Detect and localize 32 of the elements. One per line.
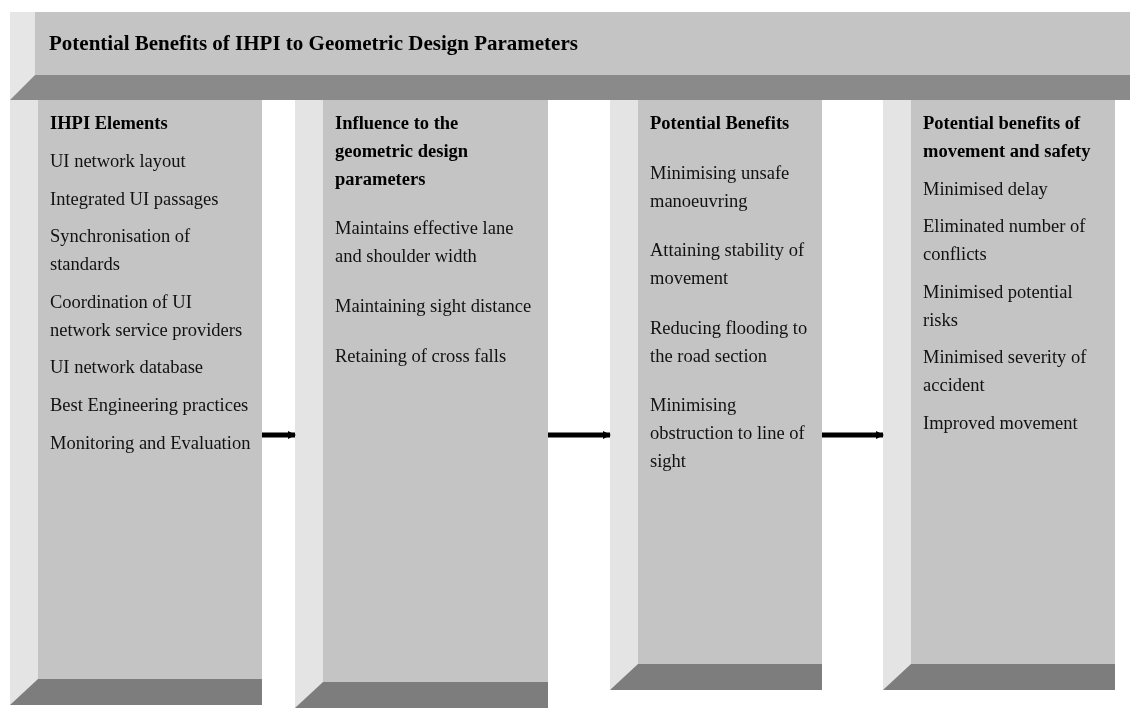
list-item: Best Engineering practices	[50, 394, 250, 417]
column-heading: Potential Benefits	[650, 112, 791, 135]
arrow	[548, 431, 611, 439]
arrow	[822, 431, 884, 439]
list-item: UI network layout	[50, 149, 187, 173]
column-panel	[883, 100, 1115, 690]
list-item: Minimised delay	[923, 177, 1049, 201]
title-band	[10, 12, 1130, 100]
column-panel	[610, 100, 822, 690]
band-heading: Potential Benefits of IHPI to Geometric Design Parameters	[49, 31, 578, 56]
list-item: UI network database	[50, 356, 205, 380]
list-item: Maintaining sight distance	[335, 294, 533, 318]
column-panel	[10, 100, 262, 705]
column-heading: Potential benefits of movement and safety	[923, 112, 1092, 163]
list-item: Minimised severity of accident	[923, 346, 1088, 397]
list-item: Retaining of cross falls	[335, 344, 508, 368]
list-item: Minimised potential risks	[923, 280, 1074, 332]
list-item: Reducing flooding to the road section	[650, 316, 809, 368]
arrow	[262, 431, 296, 439]
column-heading: Influence to the geometric design parameters	[335, 112, 470, 191]
list-item: Coordination of UI network service providers	[50, 290, 244, 342]
list-item: Integrated UI passages	[50, 187, 220, 211]
list-item: Minimising unsafe manoeuvring	[650, 161, 791, 213]
column-panel	[295, 100, 548, 708]
column-heading: IHPI Elements	[50, 112, 169, 135]
list-item: Attaining stability of movement	[650, 239, 806, 290]
list-item: Monitoring and Evaluation	[50, 431, 252, 455]
list-item: Minimising obstruction to line of sight	[650, 394, 806, 473]
list-item: Synchronisation of standards	[50, 225, 192, 276]
list-item: Maintains effective lane and shoulder width	[335, 217, 515, 268]
list-item: Improved movement	[923, 411, 1079, 435]
list-item: Eliminated number of conflicts	[923, 215, 1087, 266]
